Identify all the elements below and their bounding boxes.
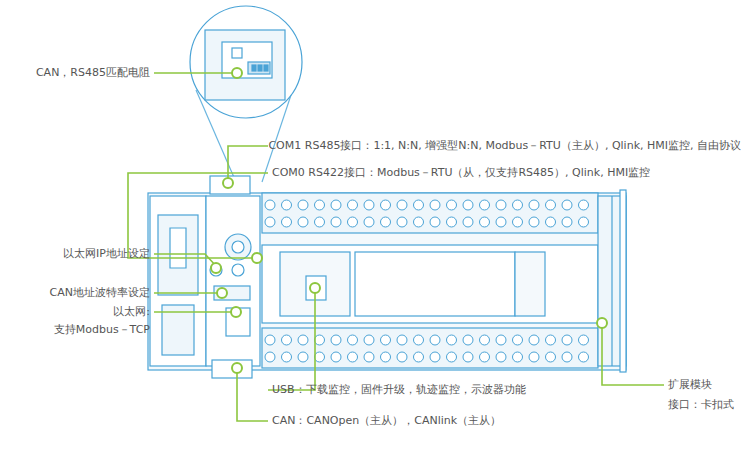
terminal-screw xyxy=(579,335,589,345)
callout-label: CAN，RS485匹配电阻 xyxy=(36,66,150,80)
terminal-screw xyxy=(298,335,308,345)
terminal-screw xyxy=(331,352,341,362)
terminal-screw xyxy=(397,217,407,227)
callout-label: 以太网: xyxy=(113,305,150,319)
terminal-screw xyxy=(496,217,506,227)
terminal-screw xyxy=(579,217,589,227)
terminal-screw xyxy=(430,200,440,210)
terminal-screw xyxy=(529,352,539,362)
terminal-screw xyxy=(447,200,457,210)
terminal-screw xyxy=(348,217,358,227)
terminal-screw xyxy=(480,200,490,210)
terminal-screw xyxy=(513,217,523,227)
terminal-screw xyxy=(282,352,292,362)
terminal-screw xyxy=(282,217,292,227)
terminal-screw xyxy=(579,352,589,362)
terminal-screw xyxy=(381,200,391,210)
terminal-screw xyxy=(562,200,572,210)
callout-label: USB：下载监控，固件升级，轨迹监控，示波器功能 xyxy=(272,383,526,397)
terminal-screw xyxy=(529,217,539,227)
terminal-screw xyxy=(463,352,473,362)
terminal-screw xyxy=(562,352,572,362)
terminal-screw xyxy=(480,335,490,345)
terminal-screw xyxy=(315,200,325,210)
terminal-screw xyxy=(414,352,424,362)
terminal-screw xyxy=(562,217,572,227)
terminal-screw xyxy=(282,200,292,210)
terminal-screw xyxy=(513,200,523,210)
terminal-screw xyxy=(381,217,391,227)
terminal-screw xyxy=(496,200,506,210)
terminal-screw xyxy=(265,352,275,362)
terminal-screw xyxy=(480,352,490,362)
terminal-screw xyxy=(430,335,440,345)
terminal-screw xyxy=(562,335,572,345)
terminal-screw xyxy=(282,335,292,345)
callout-label: CAN：CANOpen（主从），CANlink（主从） xyxy=(272,414,501,428)
terminal-screw xyxy=(348,200,358,210)
terminal-screw xyxy=(546,335,556,345)
terminal-screw xyxy=(463,200,473,210)
terminal-screw xyxy=(331,335,341,345)
terminal-screw xyxy=(348,335,358,345)
terminal-screw xyxy=(463,217,473,227)
terminal-screw xyxy=(315,352,325,362)
terminal-screw xyxy=(546,217,556,227)
terminal-screw xyxy=(414,217,424,227)
terminal-screw xyxy=(529,200,539,210)
terminal-screw xyxy=(397,200,407,210)
terminal-screw xyxy=(298,352,308,362)
terminal-screw xyxy=(397,335,407,345)
terminal-screw xyxy=(496,352,506,362)
terminal-screw xyxy=(447,352,457,362)
callout-label: 扩展模块 xyxy=(668,378,712,392)
terminal-screw xyxy=(414,335,424,345)
terminal-screw xyxy=(364,217,374,227)
terminal-screw xyxy=(265,217,275,227)
terminal-screw xyxy=(414,200,424,210)
terminal-screw xyxy=(265,200,275,210)
callout-label: COM1 RS485接口：1:1, N:N, 增强型N:N, Modbus－RT… xyxy=(268,139,741,153)
terminal-screw xyxy=(381,335,391,345)
terminal-screw xyxy=(447,217,457,227)
terminal-screw xyxy=(364,335,374,345)
callout-label: 以太网IP地址设定 xyxy=(63,247,150,261)
terminal-screw xyxy=(546,352,556,362)
terminal-screw xyxy=(348,352,358,362)
terminal-screw xyxy=(480,217,490,227)
callout-label: 接口：卡扣式 xyxy=(668,398,734,412)
terminal-screw xyxy=(364,200,374,210)
terminal-screw xyxy=(579,200,589,210)
terminal-screw xyxy=(265,335,275,345)
callout-label: 支持Modbus－TCP xyxy=(54,323,150,337)
terminal-screw xyxy=(331,200,341,210)
terminal-screw xyxy=(546,200,556,210)
terminal-screw xyxy=(463,335,473,345)
terminal-screw xyxy=(364,352,374,362)
terminal-screw xyxy=(397,352,407,362)
callout-label: CAN地址波特率设定 xyxy=(50,286,150,300)
terminal-screw xyxy=(430,217,440,227)
terminal-screw xyxy=(430,352,440,362)
terminal-screw xyxy=(513,352,523,362)
terminal-screw xyxy=(331,217,341,227)
terminal-screw xyxy=(381,352,391,362)
terminal-screw xyxy=(315,335,325,345)
terminal-screw xyxy=(298,200,308,210)
terminal-screw xyxy=(298,217,308,227)
callout-label: COM0 RS422接口：Modbus－RTU（从，仅支持RS485）, Qli… xyxy=(272,166,650,180)
terminal-screw xyxy=(513,335,523,345)
terminal-screw xyxy=(447,335,457,345)
terminal-screw xyxy=(315,217,325,227)
terminal-screw xyxy=(496,335,506,345)
terminal-screw xyxy=(529,335,539,345)
